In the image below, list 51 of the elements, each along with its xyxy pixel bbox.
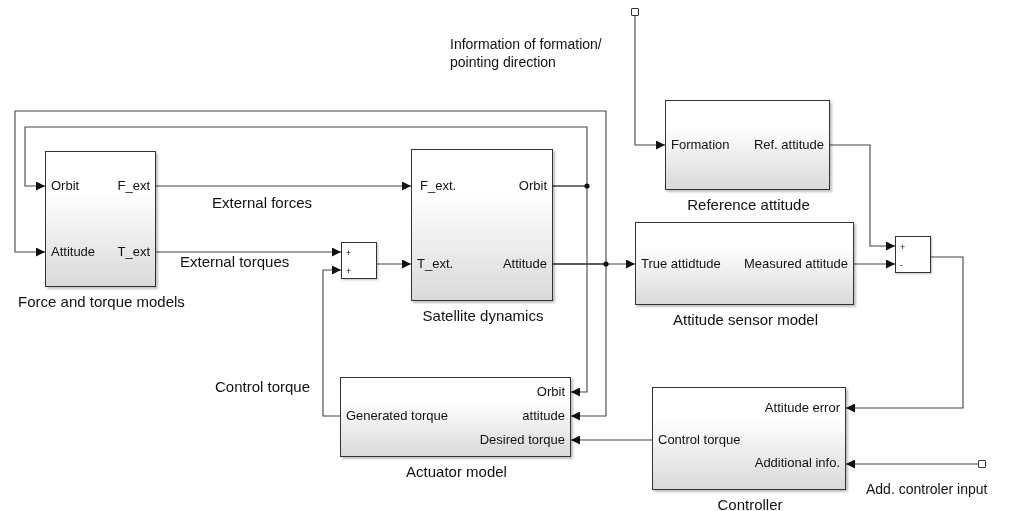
port-label: Attitude bbox=[51, 244, 96, 260]
port-label: Ref. attitude bbox=[753, 137, 824, 153]
port-label: Additional info. bbox=[754, 455, 840, 471]
block-title: Controller bbox=[716, 496, 784, 511]
signal-arrow bbox=[155, 247, 342, 257]
port-label: Desired torque bbox=[479, 432, 565, 448]
signal-arrow bbox=[634, 15, 666, 150]
signal-arrow bbox=[570, 435, 653, 445]
signal-arrow bbox=[376, 259, 412, 269]
signal-arrow bbox=[829, 144, 896, 251]
signal-arrow bbox=[155, 181, 412, 191]
edge-label: External torques bbox=[180, 253, 290, 271]
block-title: Reference attitude bbox=[686, 196, 811, 214]
block-title: Actuator model bbox=[405, 463, 508, 481]
port-label: True attidtude bbox=[641, 256, 721, 272]
signal-arrow bbox=[322, 265, 342, 417]
port-label: T_ext bbox=[117, 244, 150, 260]
port-label: Attitude bbox=[502, 256, 547, 272]
block-title: Force and torque models bbox=[17, 293, 186, 311]
sign-label: - bbox=[900, 260, 903, 270]
port-label: F_ext bbox=[117, 178, 150, 194]
edge-label: External forces bbox=[212, 194, 313, 212]
signal-arrow bbox=[853, 259, 896, 269]
port-label: F_ext. bbox=[420, 178, 457, 194]
block-title: Satellite dynamics bbox=[421, 307, 545, 325]
port-label: Attitude error bbox=[764, 400, 840, 416]
edge-label: Control torque bbox=[215, 378, 311, 396]
signal-arrow bbox=[845, 256, 964, 413]
port-label: attitude bbox=[522, 408, 565, 424]
input-port bbox=[631, 8, 639, 16]
signal-arrow bbox=[552, 259, 636, 269]
sign-label: + bbox=[346, 248, 352, 258]
port-label: Measured attitude bbox=[743, 256, 848, 272]
port-label: Orbit bbox=[51, 178, 80, 194]
signal-arrow bbox=[552, 185, 588, 397]
signal-arrow bbox=[845, 459, 979, 469]
port-label: Orbit bbox=[536, 384, 565, 400]
port-label: T_ext. bbox=[417, 256, 454, 272]
signal-arrow bbox=[24, 126, 588, 191]
input-port bbox=[978, 460, 986, 468]
block-title: Attitude sensor model bbox=[671, 311, 820, 329]
port-label: Information of formation/ pointing direction bbox=[450, 35, 603, 71]
sign-label: + bbox=[900, 242, 906, 252]
port-label: Add. controler input bbox=[866, 480, 989, 498]
sign-label: + bbox=[346, 266, 352, 276]
sum-block bbox=[341, 242, 377, 279]
port-label: Generated torque bbox=[346, 408, 448, 424]
port-label: Control torque bbox=[658, 432, 741, 448]
sum-block bbox=[895, 236, 931, 273]
port-label: Formation bbox=[671, 137, 730, 153]
port-label: Orbit bbox=[518, 178, 547, 194]
